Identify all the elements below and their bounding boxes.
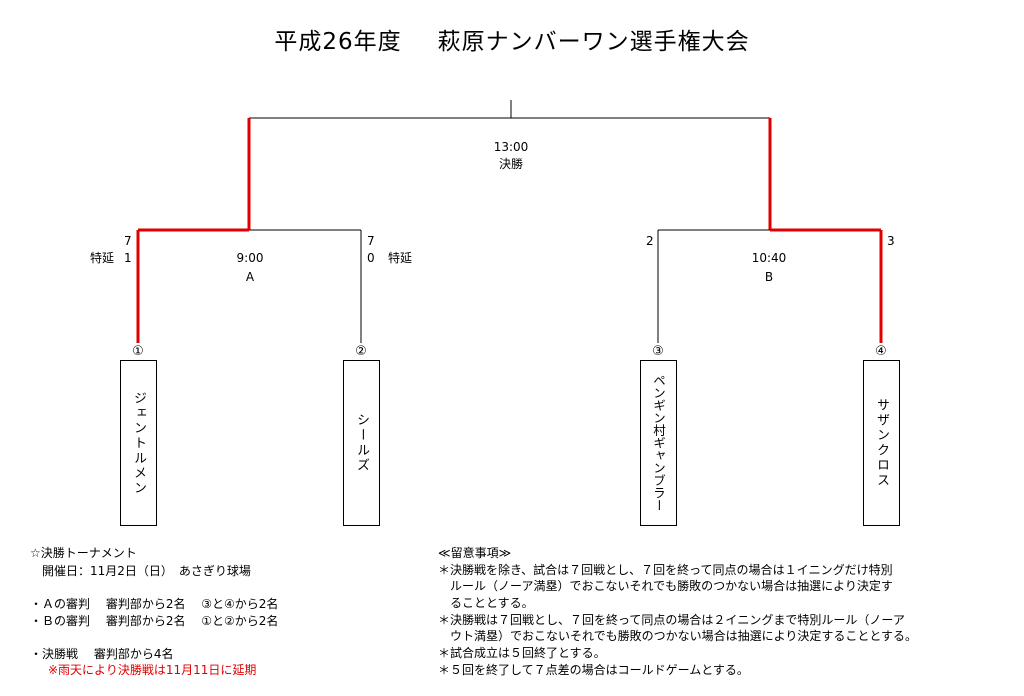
team-3-name: ペンギン村ギャンブラー — [651, 374, 666, 512]
rule-line-7: ＊５回を終了して７点差の場合はコールドゲームとする。 — [438, 663, 749, 677]
semi-a-time: 9:00 — [236, 251, 264, 265]
referee-final: ・決勝戦 審判部から4名 — [30, 647, 174, 661]
tournament-heading: ☆決勝トーナメント — [30, 546, 137, 560]
semi-a-score-left-extra: 1 — [124, 251, 132, 265]
semi-b-time: 10:40 — [751, 251, 787, 265]
title-year: 平成26年度 — [274, 29, 402, 55]
rule-line-1: ＊決勝戦を除き、試合は７回戦とし、７回を終って同点の場合は１イニングだけ特別 — [438, 563, 893, 577]
team-1-name: ジェントルメン — [131, 390, 146, 496]
team-1-box: ジェントルメン — [120, 360, 157, 526]
rule-line-6: ＊試合成立は５回終了とする。 — [438, 646, 606, 660]
title-event: 萩原ナンバーワン選手権大会 — [437, 29, 750, 55]
semi-b-score-left: 2 — [646, 234, 654, 248]
semi-b-name: B — [764, 270, 774, 284]
rule-line-5: ウト満塁）でおこないそれでも勝敗のつかない場合は抽選により決定することとする。 — [438, 629, 918, 643]
referee-b: ・Ｂの審判 審判部から2名 ①と②から2名 — [30, 614, 279, 628]
rule-line-4: ＊決勝戦は７回戦とし、７回を終って同点の場合は２イニングまで特別ルール（ノーア — [438, 613, 905, 627]
semi-a-score-left: 7 — [124, 234, 132, 248]
final-name: 決勝 — [498, 157, 523, 171]
semi-b-score-right: 3 — [887, 234, 895, 248]
rule-line-2: ルール（ノーア満塁）でおこないそれでも勝敗のつかない場合は抽選により決定す — [438, 579, 893, 593]
semi-a-score-right-extra: 0 — [367, 251, 375, 265]
page-title: 平成26年度 萩原ナンバーワン選手権大会 — [0, 22, 1024, 56]
semi-a-name: A — [245, 270, 255, 284]
rules-heading: ≪留意事項≫ — [438, 546, 512, 560]
tournament-date: 開催日：11月2日（日） あさぎり球場 — [30, 564, 251, 578]
semi-a-note-right: 特延 — [388, 251, 413, 265]
semi-a-note-left: 特延 — [90, 251, 115, 265]
team-4-number: ④ — [875, 344, 887, 359]
rule-line-3: ることとする。 — [438, 596, 534, 610]
referee-a: ・Ａの審判 審判部から2名 ③と④から2名 — [30, 597, 279, 611]
team-2-number: ② — [355, 344, 367, 359]
final-time: 13:00 — [493, 140, 529, 154]
team-3-number: ③ — [652, 344, 664, 359]
team-4-name: サザンクロス — [874, 398, 889, 488]
team-4-box: サザンクロス — [863, 360, 900, 526]
semi-a-score-right: 7 — [367, 234, 375, 248]
team-2-box: シールズ — [343, 360, 380, 526]
team-2-name: シールズ — [354, 413, 369, 473]
team-1-number: ① — [132, 344, 144, 359]
team-3-box: ペンギン村ギャンブラー — [640, 360, 677, 526]
rain-notice: ※雨天により決勝戦は11月11日に延期 — [48, 663, 257, 677]
